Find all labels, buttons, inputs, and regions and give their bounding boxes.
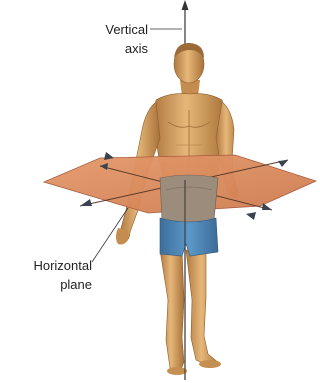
human-figure-legs bbox=[160, 250, 221, 375]
horizontal-plane-label-line1: Horizontal bbox=[4, 258, 92, 273]
vertical-axis-label-line2: axis bbox=[88, 41, 148, 56]
horizontal-plane-label-line2: plane bbox=[4, 277, 92, 292]
human-figure-hand bbox=[116, 228, 128, 245]
vertical-axis-label-line1: Vertical bbox=[88, 22, 148, 37]
human-figure-waist bbox=[160, 175, 218, 256]
